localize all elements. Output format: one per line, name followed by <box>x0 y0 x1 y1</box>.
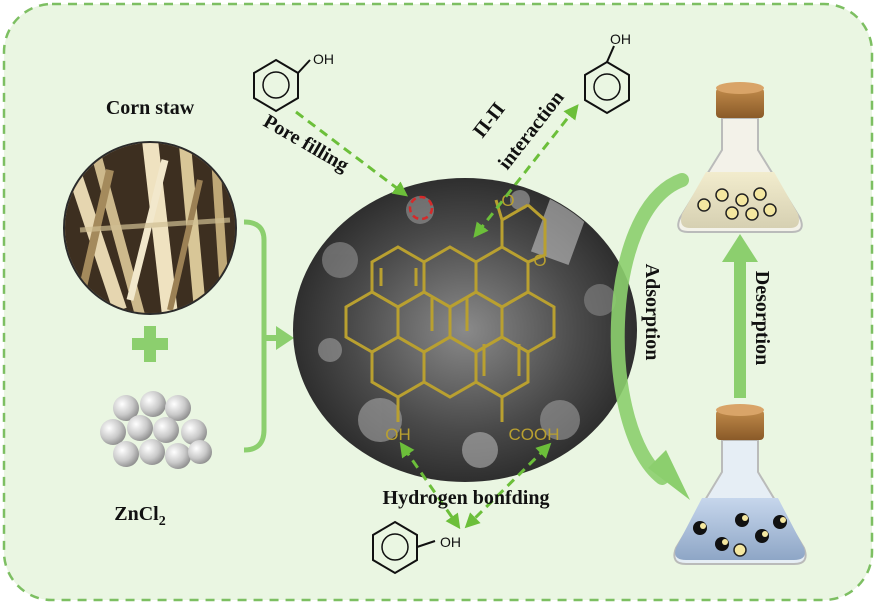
interaction-arrows <box>295 104 579 530</box>
merge-arrow <box>243 219 294 453</box>
cooh-group-label: COOH <box>509 425 560 444</box>
phenol-oh-label: OH <box>440 534 461 550</box>
desorption-label: Desorption <box>751 271 773 365</box>
pore-marker <box>408 195 434 221</box>
phenol-molecule-bottom: OH <box>372 520 461 575</box>
flask-after-desorption <box>677 82 803 233</box>
ring-o-label: O <box>533 251 546 270</box>
corn-straw-label: Corn staw <box>106 97 195 119</box>
oh-group-label: OH <box>385 425 411 444</box>
plus-icon <box>132 326 168 362</box>
phenol-oh-label: OH <box>313 51 334 67</box>
phenol-oh-label: OH <box>610 31 631 47</box>
flask-after-adsorption <box>673 404 807 565</box>
phenol-molecule-top-left: OH <box>253 51 334 113</box>
zncl2-particles <box>100 391 212 469</box>
phenol-molecule-top-right: OH <box>584 31 631 115</box>
hydrogen-bonding-label: Hydrogen bonfding <box>383 487 550 509</box>
adsorption-label: Adsorption <box>641 264 663 361</box>
desorption-arrow <box>722 234 758 398</box>
adsorption-arrow <box>610 173 690 500</box>
corn-straw-image <box>63 141 237 315</box>
zncl2-label: ZnCl2 <box>114 503 165 529</box>
